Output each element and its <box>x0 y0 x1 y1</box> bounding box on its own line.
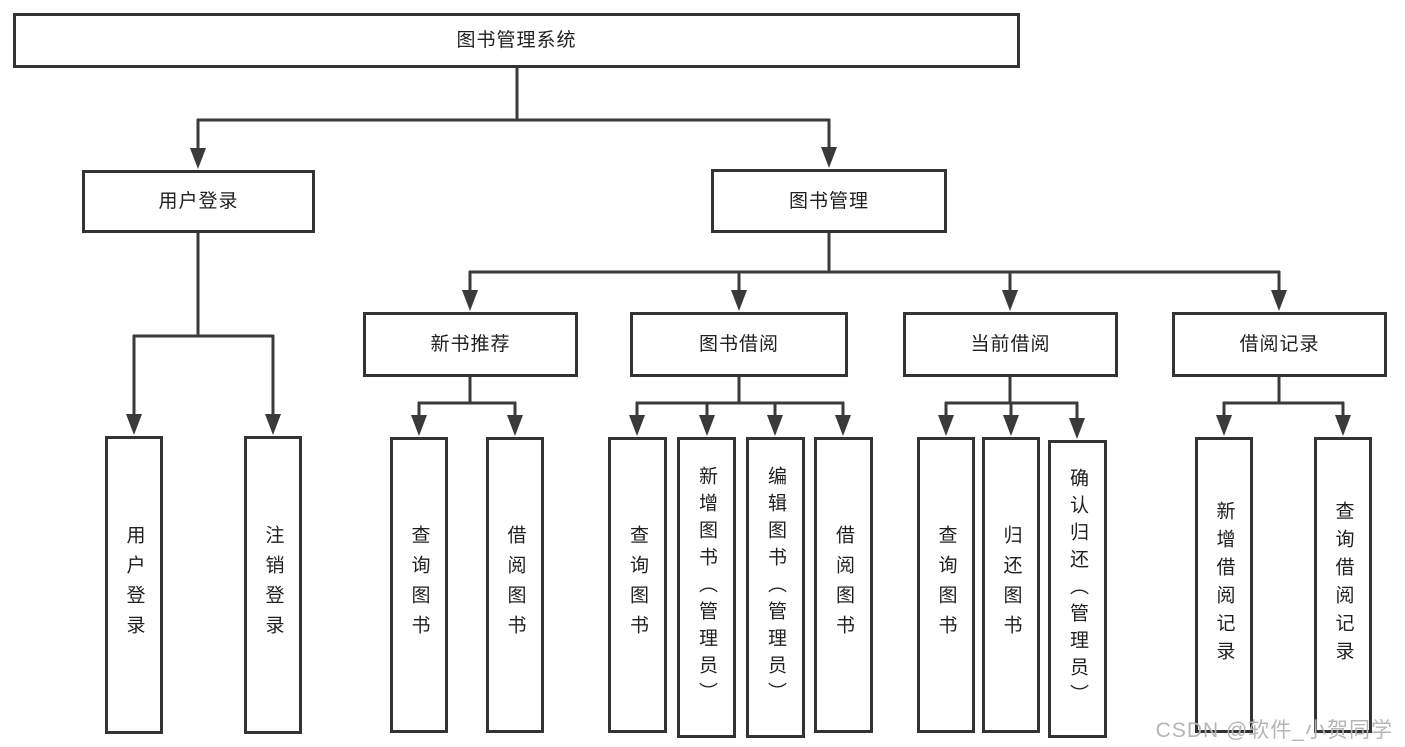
node-book-borrowing: 图书借阅 <box>630 312 848 377</box>
node-current-borrowing: 当前借阅 <box>903 312 1118 377</box>
arrowheads <box>126 147 1351 439</box>
node-query-borrow-record: 查询借阅记录 <box>1314 437 1372 733</box>
node-query-books-under-current: 查询图书 <box>917 437 975 733</box>
node-borrow-books-under-recommend: 借阅图书 <box>486 437 544 733</box>
node-new-book-recommend: 新书推荐 <box>363 312 578 377</box>
node-borrowing-records: 借阅记录 <box>1172 312 1387 377</box>
tree-branch-lines <box>132 65 1345 422</box>
csdn-watermark: CSDN @软件_小贺同学 <box>1155 719 1393 742</box>
node-book-management: 图书管理 <box>711 169 947 233</box>
node-edit-books-admin: 编辑图书（管理员） <box>746 437 805 738</box>
node-return-books: 归还图书 <box>982 437 1040 733</box>
node-user-login-leaf: 用户登录 <box>105 436 163 734</box>
node-query-books-under-recommend: 查询图书 <box>390 437 448 733</box>
node-root: 图书管理系统 <box>13 13 1020 68</box>
node-borrow-books-under-borrowing: 借阅图书 <box>814 437 873 733</box>
node-add-borrow-record: 新增借阅记录 <box>1195 437 1253 733</box>
node-logout-leaf: 注销登录 <box>244 436 302 734</box>
node-query-books-under-borrowing: 查询图书 <box>608 437 667 733</box>
node-confirm-return-admin: 确认归还（管理员） <box>1048 440 1107 738</box>
node-add-books-admin: 新增图书（管理员） <box>677 437 736 738</box>
node-user-login: 用户登录 <box>82 170 315 233</box>
